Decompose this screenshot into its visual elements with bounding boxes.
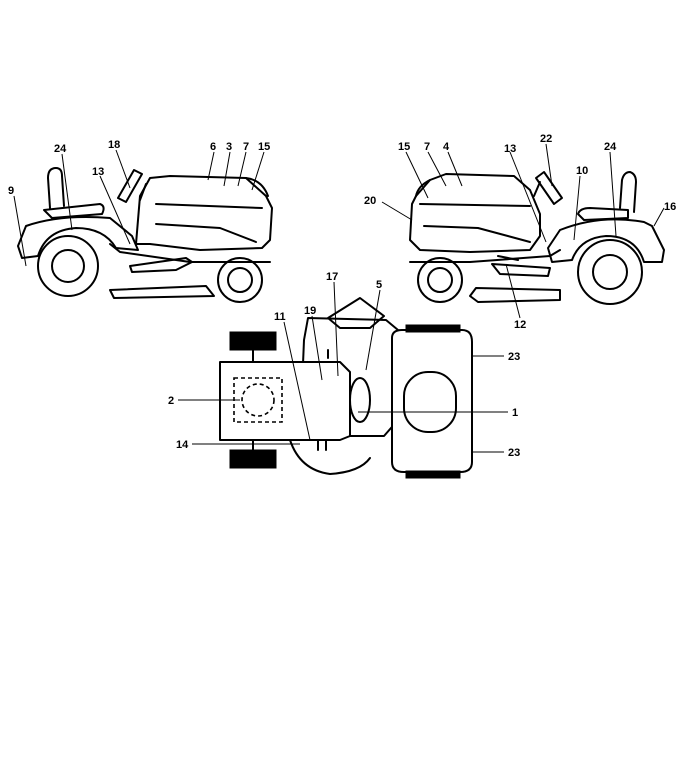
callout-right-22: 22	[540, 133, 552, 145]
steering-wheel	[535, 171, 563, 205]
callout-right-16: 16	[664, 201, 676, 213]
hood-grille-line	[155, 223, 257, 243]
foot-pedal	[491, 263, 551, 277]
rear-fender	[17, 216, 139, 259]
callout-labels: 24 18 6 3 7 15 13 9 22 15 7 4 13 24 10 2…	[8, 133, 676, 459]
hood-line	[419, 203, 531, 207]
callout-top-23b: 23	[508, 447, 520, 459]
callout-right-7: 7	[424, 141, 430, 153]
callout-left-3: 3	[226, 141, 232, 153]
callout-right-24: 24	[604, 141, 617, 153]
right-side-view	[409, 171, 665, 305]
seat-platform	[391, 329, 473, 473]
callout-right-4: 4	[443, 141, 450, 153]
callout-top-14: 14	[176, 439, 189, 451]
hood	[135, 175, 273, 251]
callout-left-13: 13	[92, 166, 104, 178]
top-view	[219, 297, 473, 479]
callout-top-23a: 23	[508, 351, 520, 363]
rear-wheel	[577, 239, 643, 305]
hood	[409, 173, 541, 253]
rear-hub	[51, 249, 85, 283]
callout-left-7: 7	[243, 141, 249, 153]
hood-top	[219, 361, 351, 441]
seat-back	[619, 171, 637, 213]
front-hub	[227, 267, 253, 293]
seat-back	[47, 167, 65, 209]
callout-left-24: 24	[54, 143, 67, 155]
front-wheel	[417, 257, 463, 303]
mower-deck	[109, 285, 215, 299]
hood-line	[155, 203, 263, 209]
left-side-view	[17, 167, 273, 303]
front-hub	[427, 267, 453, 293]
callout-left-9: 9	[8, 185, 14, 197]
callout-right-10: 10	[576, 165, 588, 177]
steering-wheel	[117, 169, 143, 203]
seat	[43, 203, 105, 219]
steering-column	[139, 183, 147, 201]
rear-tire-bottom	[405, 470, 461, 479]
callout-left-6: 6	[210, 141, 216, 153]
front-tire-bottom	[229, 449, 277, 469]
seat	[577, 207, 629, 221]
steering-column	[533, 181, 541, 197]
front-wheel	[217, 257, 263, 303]
foot-pedal	[129, 257, 193, 273]
callout-left-15: 15	[258, 141, 270, 153]
steering-hub	[349, 377, 371, 423]
callout-top-19: 19	[304, 305, 316, 317]
callout-right-15: 15	[398, 141, 410, 153]
callout-right-12: 12	[514, 319, 526, 331]
deck-curve	[289, 439, 371, 475]
frame-line	[109, 243, 271, 263]
leader-lines	[13, 143, 665, 453]
rear-tire-top	[405, 324, 461, 333]
callout-left-18: 18	[108, 139, 120, 151]
hood-front	[245, 177, 269, 197]
rear-fender	[547, 218, 665, 263]
callout-top-11: 11	[274, 311, 286, 323]
callout-top-5: 5	[376, 279, 382, 291]
callout-top-17: 17	[326, 271, 338, 283]
callout-right-13: 13	[504, 143, 516, 155]
callout-top-2: 2	[168, 395, 174, 407]
rear-wheel	[37, 235, 99, 297]
seat-top	[403, 371, 457, 433]
lever	[497, 255, 519, 261]
callout-right-20: 20	[364, 195, 376, 207]
hood-grille-line	[423, 225, 531, 243]
decal-marks	[317, 349, 329, 451]
rear-hub	[592, 254, 628, 290]
engine-circle	[241, 383, 275, 417]
hood-front	[415, 179, 431, 197]
front-tire-top	[229, 331, 277, 351]
mower-deck	[469, 287, 561, 303]
callout-top-1: 1	[512, 407, 518, 419]
